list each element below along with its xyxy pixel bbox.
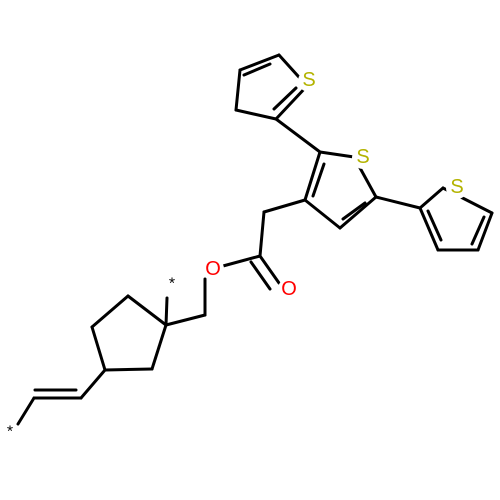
bond bbox=[16, 396, 36, 426]
bond bbox=[318, 150, 356, 159]
bond bbox=[126, 294, 168, 327]
bond bbox=[258, 210, 266, 258]
bond bbox=[90, 325, 107, 372]
bond-ring-link bbox=[374, 195, 422, 210]
bond bbox=[274, 84, 309, 121]
sulfur-label-middle: S bbox=[356, 146, 369, 168]
bond-double-inner bbox=[470, 215, 486, 246]
oxygen-label-ester: O bbox=[205, 258, 221, 280]
bond bbox=[79, 368, 107, 400]
bond bbox=[303, 198, 342, 230]
cyclopentane-ring bbox=[90, 294, 169, 372]
bond-double-inner bbox=[311, 162, 326, 198]
bond bbox=[221, 254, 262, 268]
bond-carbonyl-double bbox=[249, 260, 272, 291]
vinyl-chain bbox=[16, 368, 107, 426]
top-thiophene-ring bbox=[234, 53, 309, 121]
bond bbox=[418, 206, 440, 252]
bond-double-inner bbox=[341, 201, 367, 221]
bond bbox=[150, 323, 168, 371]
bond-carbonyl bbox=[258, 254, 281, 285]
sulfur-label-top: S bbox=[302, 69, 315, 91]
atom-labels: S S S O O * * bbox=[7, 69, 468, 441]
bond bbox=[418, 186, 445, 210]
ester-chain bbox=[164, 198, 307, 327]
bond bbox=[476, 211, 494, 252]
sulfur-label-right: S bbox=[450, 176, 463, 198]
bond bbox=[238, 53, 281, 72]
bond-double-inner bbox=[426, 209, 443, 242]
bond bbox=[338, 195, 378, 230]
bond bbox=[164, 296, 169, 327]
bond-ring-link bbox=[274, 117, 322, 154]
attachment-star-upper: * bbox=[169, 276, 175, 293]
bond bbox=[262, 198, 307, 214]
bond-double-inner bbox=[242, 62, 272, 77]
bond bbox=[234, 108, 278, 121]
bond bbox=[103, 367, 154, 372]
bond bbox=[303, 150, 322, 202]
attachment-star-lower: * bbox=[7, 424, 13, 441]
bond bbox=[234, 68, 242, 112]
bond-double-inner bbox=[272, 86, 298, 111]
oxygen-label-carbonyl: O bbox=[281, 278, 297, 300]
right-thiophene-ring bbox=[418, 186, 494, 252]
bond bbox=[164, 313, 207, 327]
bond bbox=[90, 294, 130, 329]
